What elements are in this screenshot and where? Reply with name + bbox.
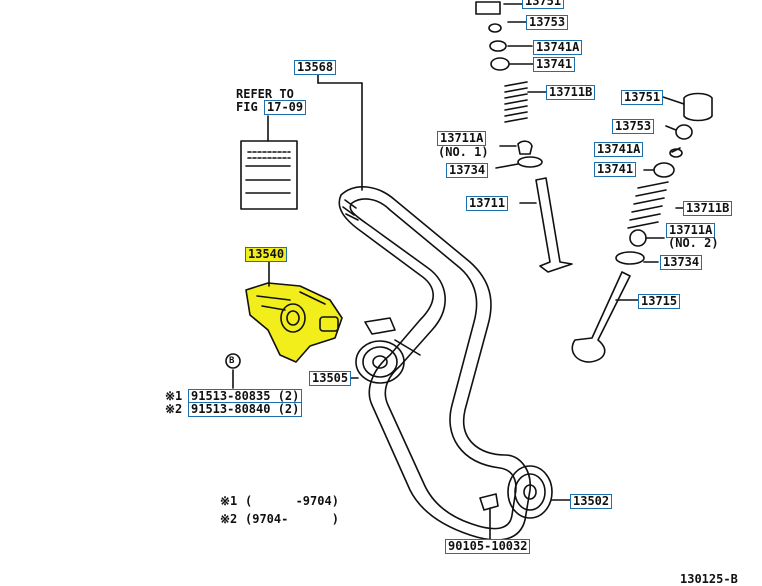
label-13734-right[interactable]: 13734 — [660, 255, 703, 270]
valve-parts-no2 — [571, 92, 713, 363]
reference-box — [240, 115, 298, 210]
valve-parts-no1 — [475, 1, 573, 273]
bolt-b-mark: B — [229, 356, 235, 366]
label-13505[interactable]: 13505 — [309, 371, 352, 386]
label-13711B-top[interactable]: 13711B — [546, 85, 596, 100]
bolt1-mark: ※1 — [165, 389, 183, 403]
label-bolt2-part[interactable]: 91513-80840 (2) — [188, 402, 303, 417]
label-13734-left[interactable]: 13734 — [446, 163, 489, 178]
timing-belt — [338, 185, 531, 541]
label-13741-top[interactable]: 13741 — [533, 57, 576, 72]
note2-mark: ※2 — [220, 512, 238, 526]
idler-pulley — [507, 465, 571, 519]
refer-fig-text: FIG — [236, 100, 258, 114]
no2-text: (NO. 2) — [668, 236, 719, 250]
note1-mark: ※1 — [220, 494, 238, 508]
note2-text: (9704- ) — [245, 512, 339, 526]
label-refer-fig-number[interactable]: 17-09 — [264, 100, 307, 115]
label-13711-left[interactable]: 13711 — [466, 196, 509, 211]
label-13711B-right[interactable]: 13711B — [683, 201, 733, 216]
label-13568[interactable]: 13568 — [294, 60, 337, 75]
label-13711A-left[interactable]: 13711A — [437, 131, 487, 146]
label-13753-top[interactable]: 13753 — [526, 15, 569, 30]
label-13715[interactable]: 13715 — [638, 294, 681, 309]
label-13540[interactable]: 13540 — [245, 247, 288, 262]
tension-pulley — [349, 317, 421, 384]
label-13711A-right[interactable]: 13711A — [666, 223, 716, 238]
label-13741-right[interactable]: 13741 — [594, 162, 637, 177]
tensioner-assembly — [245, 282, 343, 363]
label-13741A-top[interactable]: 13741A — [533, 40, 583, 55]
refer-to-text: REFER TO — [236, 87, 294, 101]
label-13741A-right[interactable]: 13741A — [594, 142, 644, 157]
label-13753-right[interactable]: 13753 — [612, 119, 655, 134]
label-bolt1-part[interactable]: 91513-80835 (2) — [188, 389, 303, 404]
bolt-leader — [225, 353, 241, 389]
note1-text: ( -9704) — [245, 494, 339, 508]
idler-bolt — [479, 493, 499, 541]
label-13502[interactable]: 13502 — [570, 494, 613, 509]
label-13751-top[interactable]: 13751 — [522, 0, 565, 9]
bolt2-mark: ※2 — [165, 402, 183, 416]
label-13751-right[interactable]: 13751 — [621, 90, 664, 105]
no1-text: (NO. 1) — [438, 145, 489, 159]
label-90105-10032[interactable]: 90105-10032 — [445, 539, 531, 554]
figure-code: 130125-B — [680, 572, 738, 586]
belt-leader — [317, 74, 363, 191]
